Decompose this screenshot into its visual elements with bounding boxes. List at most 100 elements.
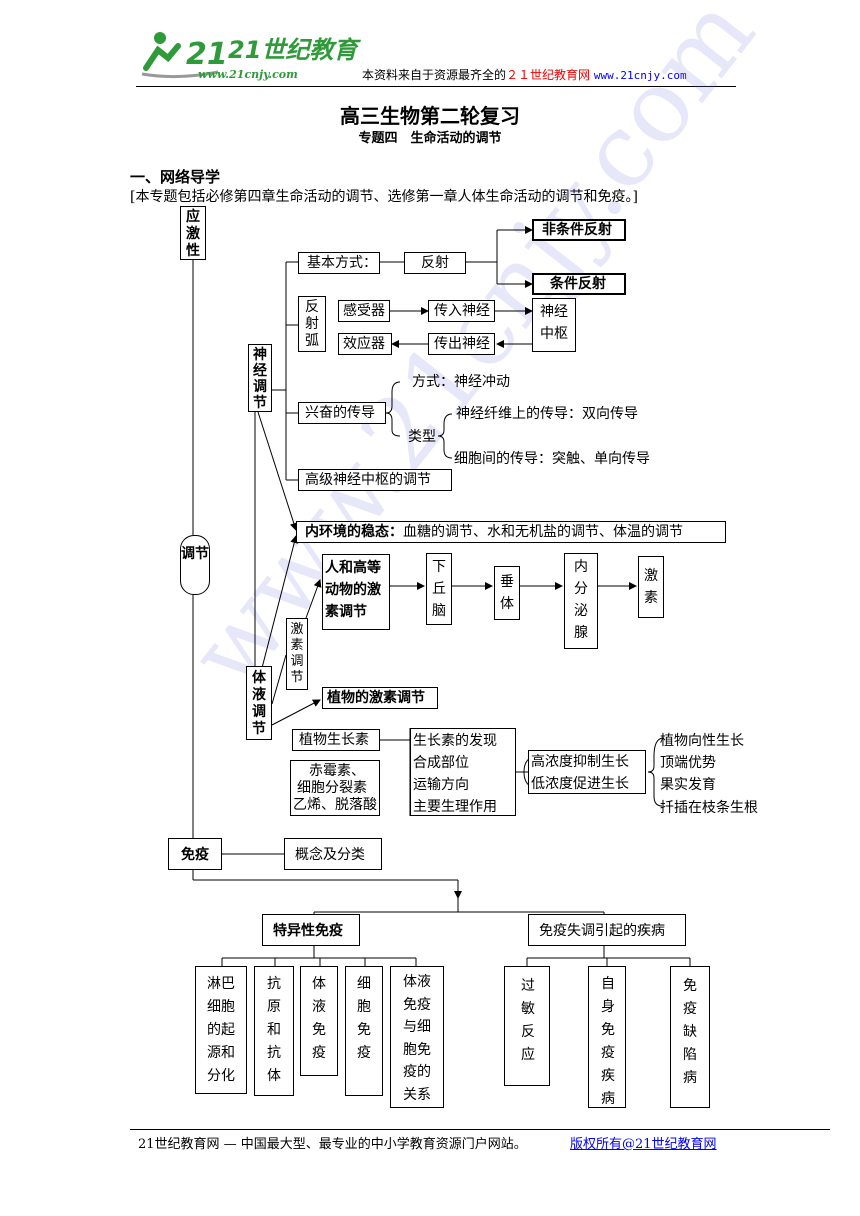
application-2: 顶端优势 <box>660 755 716 771</box>
specific-item-2: 抗原和抗体 <box>254 966 294 1096</box>
homeostasis-label: 内环境的稳态： <box>305 524 403 540</box>
effect-1: 高浓度抑制生长 <box>531 754 629 770</box>
conditioned-label: 条件反射 <box>550 276 606 292</box>
reflex-arc-box: 反射弧 <box>298 296 326 352</box>
specific-item-3: 体液免疫 <box>300 966 338 1076</box>
homeostasis-box: 内环境的稳态：血糖的调节、水和无机盐的调节、体温的调节 <box>296 521 726 543</box>
regulation-node: 调节 <box>180 535 210 595</box>
logo-figure-icon: 21 <box>141 32 228 79</box>
hormone-label: 激素 <box>644 568 658 606</box>
specific-item-2-label: 抗原和抗体 <box>267 976 281 1084</box>
hypothalamus-box: 下丘脑 <box>426 553 452 625</box>
header-source: 本资料来自于资源最齐全的２１世纪教育网 www.21cnjy.com <box>362 66 687 85</box>
conduction-type: 类型 <box>408 429 436 445</box>
others-box: 赤霉素、 细胞分裂素 乙烯、脱落酸 <box>290 760 380 816</box>
humoral-box: 体液调节 <box>246 666 272 740</box>
specific-item-3-label: 体液免疫 <box>312 976 326 1061</box>
basic-mode-box: 基本方式： <box>298 252 380 274</box>
higher-center-label: 高级神经中枢的调节 <box>305 472 431 488</box>
disorder-item-2-label: 自身免疫疾病 <box>601 976 615 1107</box>
between-cells-text: 细胞间的传导：突触、单向传导 <box>454 451 650 467</box>
unconditioned-label: 非条件反射 <box>542 222 612 238</box>
auxin-box: 植物生长素 <box>292 729 380 751</box>
afferent-box: 传入神经 <box>428 300 495 322</box>
immunity-box: 免疫 <box>168 838 222 870</box>
receptor-box: 感受器 <box>338 300 390 322</box>
header-source-url[interactable]: www.21cnjy.com <box>593 69 687 82</box>
hormone-reg-box: 激素调节 <box>286 618 308 690</box>
animal-hormone-box: 人和高等动物的激素调节 <box>322 554 390 630</box>
conditioned-box: 条件反射 <box>532 273 626 295</box>
stress-box: 应激性 <box>180 206 206 260</box>
header-rule <box>136 86 736 87</box>
application-4: 扦插在枝条生根 <box>660 800 758 816</box>
homeostasis-items: 血糖的调节、水和无机盐的调节、体温的调节 <box>403 524 683 540</box>
conduction-mode: 方式：神经冲动 <box>412 374 510 390</box>
auxin-item-1: 生长素的发现 <box>413 733 497 749</box>
others-line-2: 细胞分裂素 <box>297 780 367 796</box>
neural-label: 神经调节 <box>253 347 267 411</box>
animal-hormone-label: 人和高等动物的激素调节 <box>325 560 381 620</box>
disorder-item-1-label: 过敏反应 <box>521 978 535 1063</box>
disorders-box: 免疫失调引起的疾病 <box>528 914 686 946</box>
specific-item-4-label: 细胞免疫 <box>357 976 371 1061</box>
specific-item-1: 淋巴细胞的起源和分化 <box>195 966 247 1094</box>
specific-box: 特异性免疫 <box>262 914 360 946</box>
efferent-box: 传出神经 <box>428 333 495 355</box>
auxin-item-4: 主要生理作用 <box>413 799 497 815</box>
humoral-label: 体液调节 <box>252 670 266 737</box>
auxin-item-2: 合成部位 <box>413 755 469 771</box>
application-1: 植物向性生长 <box>660 733 744 749</box>
page-title: 高三生物第二轮复习 <box>340 104 520 128</box>
auxin-items-box: 生长素的发现 合成部位 运输方向 主要生理作用 <box>410 728 516 816</box>
hypothalamus-label: 下丘脑 <box>432 559 446 619</box>
logo-url: www.21cnjy.com <box>198 68 298 81</box>
disorder-item-2: 自身免疫疾病 <box>588 966 626 1108</box>
unconditioned-box: 非条件反射 <box>532 219 626 241</box>
endocrine-box: 内分泌腺 <box>564 553 598 649</box>
svg-text:21: 21 <box>186 37 228 72</box>
concept-box: 概念及分类 <box>284 838 382 870</box>
effector-box: 效应器 <box>338 333 392 355</box>
immunity-label: 免疫 <box>181 847 209 863</box>
center-box: 神经中枢 <box>532 298 576 352</box>
receptor-label: 感受器 <box>343 303 385 319</box>
intro-text: [本专题包括必修第四章生命活动的调节、选修第一章人体生命活动的调节和免疫。] <box>130 189 638 205</box>
disorders-label: 免疫失调引起的疾病 <box>539 923 665 939</box>
effect-2: 低浓度促进生长 <box>531 776 629 792</box>
footer-right[interactable]: 版权所有@21世纪教育网 <box>570 1137 717 1152</box>
disorder-item-3-label: 免疫缺陷病 <box>683 978 697 1086</box>
header-source-prefix: 本资料来自于资源最齐全的 <box>362 68 507 82</box>
specific-label: 特异性免疫 <box>273 923 343 939</box>
others-line-3: 乙烯、脱落酸 <box>293 797 377 813</box>
reflex-arc-label: 反射弧 <box>305 299 319 349</box>
basic-mode-label: 基本方式： <box>307 255 377 271</box>
on-fiber-text: 神经纤维上的传导：双向传导 <box>456 406 638 422</box>
pituitary-box: 垂体 <box>494 566 520 620</box>
stress-label: 应激性 <box>186 209 200 259</box>
others-line-1: 赤霉素、 <box>309 763 365 779</box>
logo: 21 <box>138 28 338 82</box>
auxin-label: 植物生长素 <box>299 732 369 748</box>
neural-box: 神经调节 <box>248 344 272 412</box>
center-label: 神经中枢 <box>540 304 568 342</box>
hormone-reg-label: 激素调节 <box>290 622 304 685</box>
plant-hormone-box: 植物的激素调节 <box>322 687 438 709</box>
endocrine-label: 内分泌腺 <box>574 559 588 641</box>
disorder-item-3: 免疫缺陷病 <box>670 966 710 1108</box>
footer-left: 21世纪教育网 — 中国最大型、最专业的中小学教育资源门户网站。 <box>138 1137 527 1152</box>
application-3: 果实发育 <box>660 777 716 793</box>
reflex-box: 反射 <box>404 252 466 274</box>
conduction-box: 兴奋的传导 <box>298 402 386 424</box>
plant-hormone-label: 植物的激素调节 <box>327 690 425 706</box>
footer-rule <box>130 1129 830 1130</box>
specific-item-5-label: 体液免疫与细胞免疫的关系 <box>403 974 431 1103</box>
conduction-label: 兴奋的传导 <box>305 405 375 421</box>
higher-center-box: 高级神经中枢的调节 <box>298 469 452 491</box>
concept-label: 概念及分类 <box>295 847 365 863</box>
header-source-site[interactable]: ２１世纪教育网 <box>506 68 591 82</box>
specific-item-5: 体液免疫与细胞免疫的关系 <box>390 966 444 1108</box>
reflex-label: 反射 <box>421 255 449 271</box>
logo-text: 21世纪教育 <box>228 36 358 64</box>
